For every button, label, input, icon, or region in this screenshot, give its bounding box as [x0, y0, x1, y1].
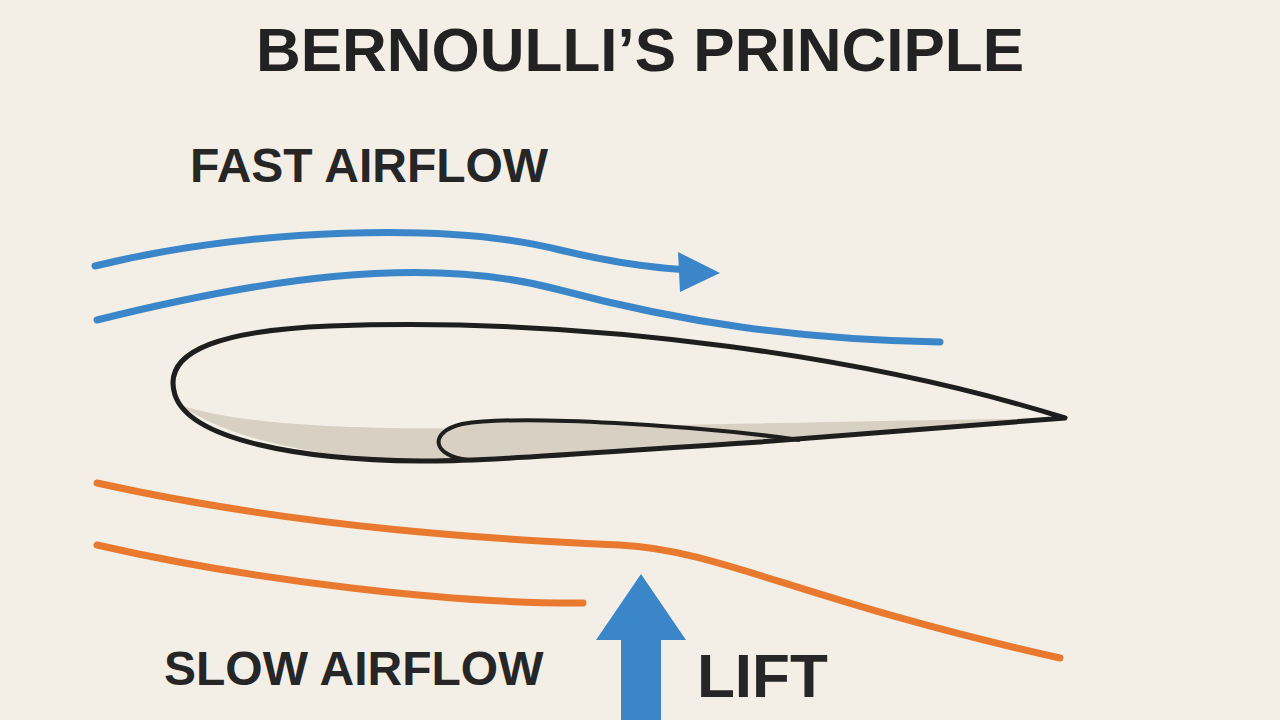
lift-arrow [596, 574, 686, 720]
airfoil-outline [173, 325, 1065, 461]
fast-airflow-line [95, 233, 690, 270]
airfoil-flap [439, 420, 800, 460]
airflow-label: SLOW AIRFLOW [164, 643, 543, 696]
airfoil-body [173, 325, 1065, 461]
airflow-arrowhead [678, 252, 720, 292]
title: BERNOULLI’S PRINCIPLE [256, 16, 1024, 84]
slow-airflow-line [97, 545, 583, 603]
airflow-label: FAST AIRFLOW [190, 140, 548, 193]
slow-airflow-line [97, 483, 1060, 658]
force-label: LIFT [697, 642, 828, 710]
